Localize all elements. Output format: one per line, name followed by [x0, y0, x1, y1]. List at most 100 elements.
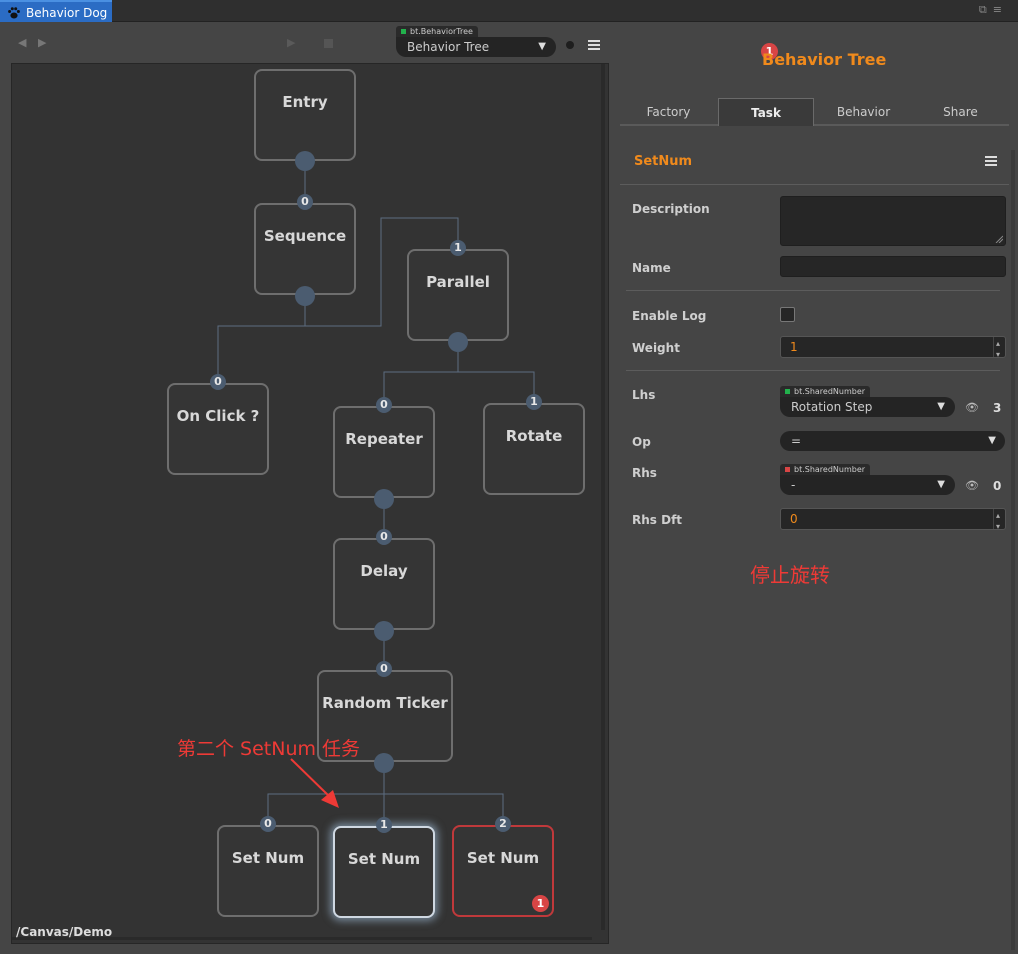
lhs-type-label: bt.SharedNumber	[794, 387, 866, 396]
op-select[interactable]: = ▼	[780, 431, 1005, 451]
dropdown-caret-icon: ▼	[937, 401, 945, 412]
description-label: Description	[632, 202, 710, 216]
tree-name: Behavior Tree	[407, 40, 490, 54]
annotation-note: 停止旋转	[750, 563, 830, 587]
lhs-variable-selector[interactable]: bt.SharedNumber Rotation Step ▼	[780, 386, 955, 417]
annotation-text: 第二个 SetNum 任务	[177, 738, 361, 760]
rhs-dft-value: 0	[790, 512, 798, 526]
node-output-port[interactable]	[374, 621, 394, 641]
node-index-badge: 1	[376, 817, 392, 833]
node-label: Set Num	[347, 850, 421, 868]
divider	[626, 370, 1000, 371]
error-badge: 1	[532, 895, 549, 912]
canvas-path: /Canvas/Demo	[16, 925, 113, 939]
enable-log-checkbox[interactable]	[780, 307, 795, 322]
panel-scrollbar[interactable]	[1011, 150, 1015, 950]
tab-behavior[interactable]: Behavior	[836, 105, 891, 119]
lhs-label: Lhs	[632, 388, 656, 402]
description-textarea[interactable]	[780, 196, 1006, 246]
forward-arrow-icon[interactable]: ▶	[38, 36, 47, 49]
node-delay[interactable]: Delay	[333, 538, 435, 630]
dropdown-caret-icon: ▼	[988, 435, 996, 446]
node-output-port[interactable]	[295, 286, 315, 306]
toolbar-menu-icon[interactable]	[588, 40, 600, 50]
divider	[620, 184, 1009, 185]
node-label: On Click ?	[176, 407, 260, 425]
type-dot-icon	[785, 467, 790, 472]
lhs-value: Rotation Step	[791, 400, 873, 414]
annotation-arrow-icon	[290, 758, 339, 808]
rhs-select[interactable]: - ▼	[780, 475, 955, 495]
node-output-port[interactable]	[295, 151, 315, 171]
weight-value: 1	[790, 340, 798, 354]
play-icon[interactable]: ▶	[287, 36, 296, 49]
behavior-tree-canvas[interactable]: Entry Sequence 0 Parallel 1 On Click ? 0…	[11, 63, 609, 944]
op-value: =	[791, 434, 802, 448]
node-repeater[interactable]: Repeater	[333, 406, 435, 498]
record-dot-icon[interactable]	[566, 41, 574, 49]
tab-share[interactable]: Share	[943, 105, 978, 119]
tab-factory[interactable]: Factory	[646, 105, 691, 119]
node-sequence[interactable]: Sequence	[254, 203, 356, 295]
window-tab-bar: Behavior Dog ⧉≡	[0, 0, 1018, 22]
node-set-num-2[interactable]: Set Num 1	[452, 825, 554, 917]
node-on-click[interactable]: On Click ?	[167, 383, 269, 475]
rhs-value: -	[791, 478, 796, 492]
editor-toolbar: ◀ ▶ ▶ bt.BehaviorTree Behavior Tree ▼	[0, 22, 612, 62]
lhs-type-tag: bt.SharedNumber	[780, 386, 871, 397]
restore-icon[interactable]: ⧉	[978, 3, 993, 16]
node-label: Random Ticker	[322, 694, 448, 712]
window-controls[interactable]: ⧉≡	[979, 3, 1008, 17]
node-index-badge: 1	[526, 394, 542, 410]
rhs-dft-label: Rhs Dft	[632, 513, 683, 527]
node-label: Entry	[282, 93, 328, 111]
eye-icon[interactable]: 👁	[965, 479, 979, 492]
node-index-badge: 2	[495, 816, 511, 832]
node-label: Delay	[360, 562, 408, 580]
node-index-badge: 0	[376, 397, 392, 413]
rhs-type-label: bt.SharedNumber	[794, 465, 866, 474]
dropdown-caret-icon: ▼	[538, 41, 546, 52]
weight-spinner[interactable]	[993, 334, 1005, 365]
resize-grip-icon[interactable]	[995, 235, 1003, 243]
node-output-port[interactable]	[374, 489, 394, 509]
divider	[626, 290, 1000, 291]
weight-input[interactable]: 1	[780, 334, 1006, 365]
menu-icon[interactable]: ≡	[992, 3, 1008, 16]
rhs-variable-selector[interactable]: bt.SharedNumber - ▼	[780, 464, 955, 495]
eye-icon[interactable]: 👁	[965, 401, 979, 414]
node-set-num-0[interactable]: Set Num	[217, 825, 319, 917]
node-output-port[interactable]	[374, 753, 394, 773]
tab-task[interactable]: Task	[718, 98, 814, 126]
back-arrow-icon[interactable]: ◀	[18, 36, 27, 49]
node-label: Parallel	[426, 273, 490, 291]
node-label: Rotate	[505, 427, 563, 445]
panel-tabs: Factory Task Behavior Share	[620, 98, 1009, 126]
stop-icon[interactable]	[324, 39, 333, 48]
window-tab-behavior-dog[interactable]: Behavior Dog	[0, 0, 112, 22]
panel-title: Behavior Tree	[762, 50, 887, 69]
type-dot-icon	[401, 29, 406, 34]
canvas-vertical-scrollbar[interactable]	[601, 64, 605, 930]
node-index-badge: 0	[376, 661, 392, 677]
canvas-horizontal-scrollbar[interactable]	[12, 937, 592, 940]
rhs-label: Rhs	[632, 466, 657, 480]
section-menu-icon[interactable]	[985, 156, 997, 166]
paw-icon	[8, 7, 20, 19]
rhs-type-tag: bt.SharedNumber	[780, 464, 871, 475]
node-index-badge: 0	[297, 194, 313, 210]
name-input[interactable]	[780, 256, 1006, 277]
node-label: Set Num	[231, 849, 305, 867]
node-rotate[interactable]: Rotate	[483, 403, 585, 495]
tree-selector[interactable]: bt.BehaviorTree Behavior Tree ▼	[396, 26, 556, 57]
rhs-dft-spinner[interactable]	[993, 506, 1005, 537]
node-parallel[interactable]: Parallel	[407, 249, 509, 341]
enable-log-label: Enable Log	[632, 309, 707, 323]
node-entry[interactable]: Entry	[254, 69, 356, 161]
node-set-num-1[interactable]: Set Num	[333, 826, 435, 918]
tree-name-select[interactable]: Behavior Tree ▼	[396, 37, 556, 57]
lhs-select[interactable]: Rotation Step ▼	[780, 397, 955, 417]
node-output-port[interactable]	[448, 332, 468, 352]
rhs-dft-input[interactable]: 0	[780, 506, 1006, 537]
